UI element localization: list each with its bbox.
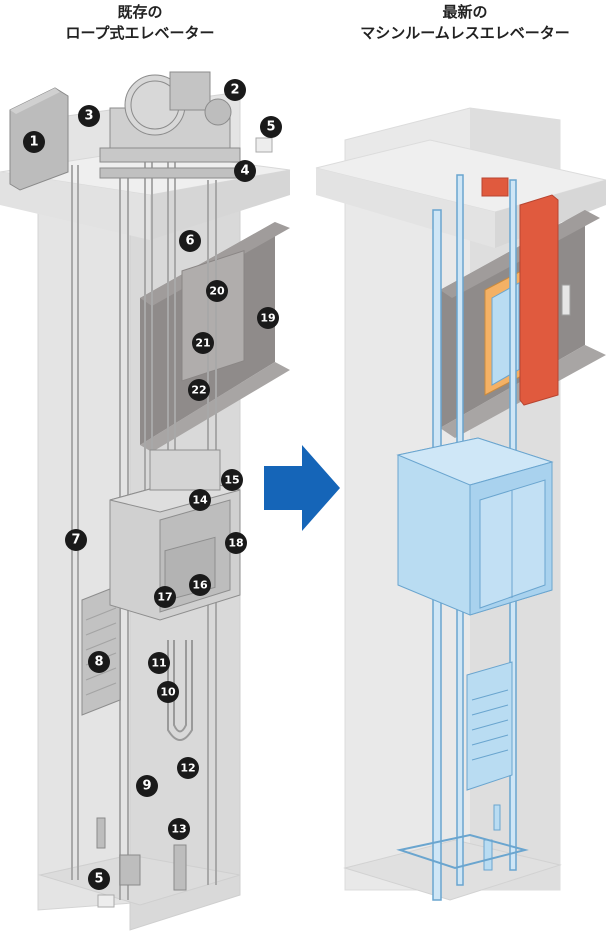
modern-counterweight [466, 661, 513, 791]
callout-15: 15 [221, 469, 243, 491]
callout-13: 13 [168, 818, 190, 840]
hoist-machine-column [519, 194, 559, 406]
svg-text:10: 10 [160, 686, 176, 699]
callout-11: 11 [148, 652, 170, 674]
top-machine [481, 177, 509, 197]
svg-text:14: 14 [192, 494, 208, 507]
svg-text:22: 22 [191, 384, 206, 397]
svg-text:20: 20 [209, 285, 225, 298]
svg-text:1: 1 [29, 135, 38, 150]
svg-text:12: 12 [180, 762, 195, 775]
svg-text:13: 13 [171, 823, 186, 836]
svg-text:7: 7 [71, 533, 80, 548]
svg-text:21: 21 [195, 337, 210, 350]
svg-text:4: 4 [240, 164, 249, 179]
svg-text:15: 15 [224, 474, 239, 487]
existing-title-line1: 既存の [117, 3, 163, 21]
svg-text:5: 5 [94, 872, 103, 887]
callout-5-pit: 5 [88, 868, 110, 890]
callout-10: 10 [157, 681, 179, 703]
callout-19: 19 [257, 307, 279, 329]
existing-elevator-illustration [0, 71, 291, 931]
modern-car [396, 437, 554, 616]
svg-text:11: 11 [151, 657, 166, 670]
callout-9: 9 [136, 775, 158, 797]
callout-8: 8 [88, 651, 110, 673]
modern-title-line1: 最新の [442, 3, 488, 21]
transition-arrow [264, 445, 340, 531]
svg-text:19: 19 [260, 312, 275, 325]
small-box-top [255, 137, 273, 153]
modern-elevator-title: 最新の マシンルームレスエレベーター [330, 2, 600, 44]
svg-text:18: 18 [228, 537, 243, 550]
callout-18: 18 [225, 532, 247, 554]
svg-text:5: 5 [266, 120, 275, 135]
callout-4: 4 [234, 160, 256, 182]
callout-14: 14 [189, 489, 211, 511]
callout-22: 22 [188, 379, 210, 401]
modern-elevator-illustration [315, 107, 606, 901]
callout-7: 7 [65, 529, 87, 551]
modern-title-line2: マシンルームレスエレベーター [360, 24, 570, 42]
existing-callouts: 1 2 3 4 5 5 6 7 8 9 10 11 12 13 14 15 16… [23, 79, 282, 890]
callout-12: 12 [177, 757, 199, 779]
traveling-cable [167, 640, 193, 741]
svg-text:16: 16 [192, 579, 208, 592]
svg-text:9: 9 [142, 779, 151, 794]
callout-21: 21 [192, 332, 214, 354]
buffers [96, 817, 187, 891]
callout-6: 6 [179, 230, 201, 252]
callout-3: 3 [78, 105, 100, 127]
svg-text:6: 6 [185, 234, 194, 249]
existing-title-line2: ロープ式エレベーター [65, 24, 215, 42]
counterweight [81, 584, 121, 716]
callout-17: 17 [154, 586, 176, 608]
callout-2: 2 [224, 79, 246, 101]
svg-text:2: 2 [230, 83, 239, 98]
existing-elevator-title: 既存の ロープ式エレベーター [20, 2, 260, 44]
svg-text:17: 17 [157, 591, 172, 604]
callout-20: 20 [206, 280, 228, 302]
traction-machine [99, 71, 241, 179]
svg-text:8: 8 [94, 655, 103, 670]
svg-text:3: 3 [84, 109, 93, 124]
callout-5-top: 5 [260, 116, 282, 138]
callout-1: 1 [23, 131, 45, 153]
callout-16: 16 [189, 574, 211, 596]
small-box-pit [97, 894, 115, 908]
